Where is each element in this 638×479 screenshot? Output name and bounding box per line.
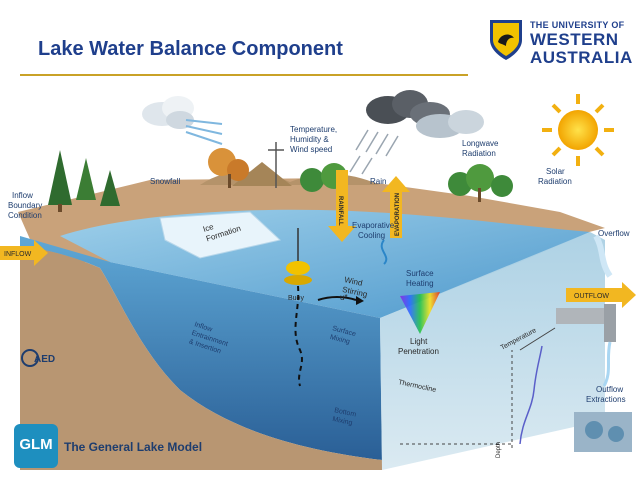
university-name-line2: WESTERN <box>530 30 619 49</box>
cloud-white <box>142 96 194 129</box>
label-light-penetration: Light Penetration <box>398 337 439 356</box>
outflow-arrow[interactable] <box>566 282 636 308</box>
cooling-swirl-icon <box>380 239 388 265</box>
weather-station-icon <box>268 142 284 188</box>
rainfall-arrow <box>328 170 356 242</box>
university-name-line1: THE UNIVERSITY OF <box>530 20 625 30</box>
label-buoy: Buoy <box>288 295 304 302</box>
university-crest-icon <box>490 20 522 60</box>
label-outflow-arrow: OUTFLOW <box>574 293 609 300</box>
wind-stirring-arrow <box>317 296 357 301</box>
outflow-pipe-icon <box>556 304 616 387</box>
trees-right <box>300 163 513 202</box>
label-overflow: Overflow <box>598 229 630 238</box>
glm-logo-badge: GLM <box>14 424 58 468</box>
sun-icon <box>542 94 614 166</box>
label-surface-heating: Surface Heating <box>406 269 436 288</box>
label-snowfall: Snowfall <box>150 177 180 186</box>
aed-logo: AED <box>21 349 55 367</box>
wind-icon <box>185 119 223 145</box>
evaporation-arrow <box>382 176 410 238</box>
aed-logo-text: AED <box>34 354 55 365</box>
light-penetration-icon <box>400 292 440 334</box>
cloud-longwave <box>416 110 484 138</box>
label-outflow-extractions: Outflow Extractions <box>586 385 626 404</box>
label-solar-radiation: Solar Radiation <box>538 167 572 186</box>
side-face <box>380 232 605 470</box>
label-evaporative-cooling: Evaporative Cooling <box>352 221 396 240</box>
page-title: Lake Water Balance Component <box>38 38 343 60</box>
label-temperature-humidity: Temperature, Humidity & Wind speed <box>290 125 339 154</box>
label-rainfall-arrow: RAINFALL <box>337 196 343 226</box>
water-cross-section <box>20 236 382 460</box>
label-bottom-mixing: Bottom Mixing <box>332 407 359 428</box>
glm-badge-text: GLM <box>19 436 53 453</box>
header-rule <box>20 74 468 76</box>
soil-front-left <box>20 246 382 470</box>
glm-name: The General Lake Model <box>64 440 203 454</box>
temperature-profile <box>400 327 556 448</box>
label-rain: Rain <box>370 177 386 186</box>
treatment-plant-icon <box>574 412 632 452</box>
university-logo: THE UNIVERSITY OF WESTERN AUSTRALIA <box>488 18 632 68</box>
rain-lines-icon <box>349 129 399 175</box>
ice-formation <box>159 211 282 259</box>
inflow-arrow[interactable] <box>0 240 48 266</box>
label-inflow-arrow: INFLOW <box>4 251 32 258</box>
label-inflow-boundary: Inflow Boundary Condition <box>8 191 44 220</box>
label-wind-symbol: u* <box>340 293 348 302</box>
trees-left <box>48 148 249 212</box>
overflow-water-icon <box>593 234 613 278</box>
university-name-line3: AUSTRALIA <box>530 48 633 67</box>
label-evaporation-arrow: EVAPORATION <box>395 193 401 236</box>
mountain <box>232 162 292 186</box>
label-longwave-radiation: Longwave Radiation <box>462 139 501 158</box>
cloud-dark <box>366 90 450 126</box>
buoy-icon <box>284 228 312 387</box>
label-depth-axis: Depth <box>496 442 502 458</box>
